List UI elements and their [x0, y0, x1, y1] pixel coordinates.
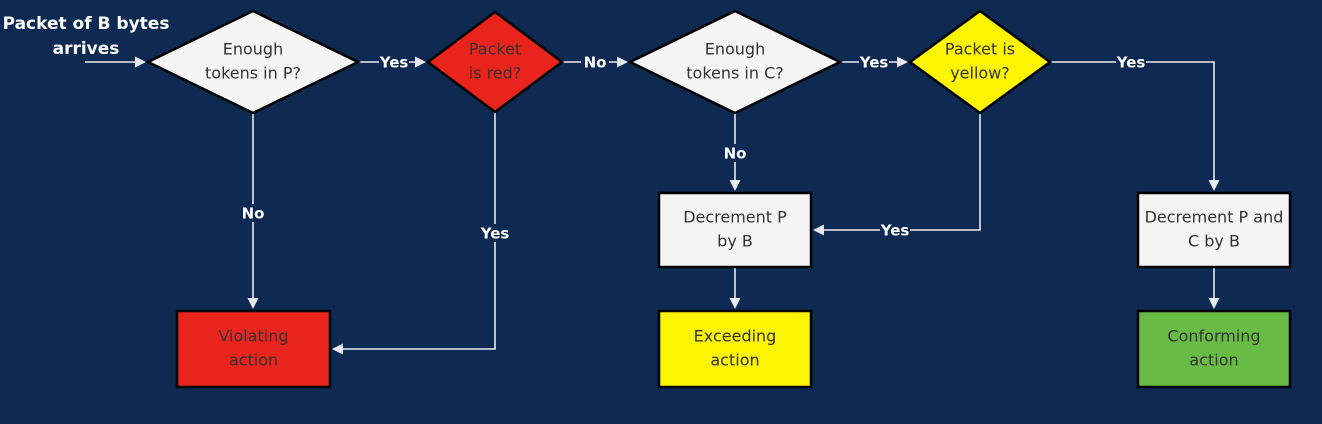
edge-enough-tokens-p-no-label-backing — [240, 204, 266, 222]
edge-packet-is-red-yes: Yes — [332, 112, 510, 355]
edge-enough-tokens-p-yes-label: Yes — [379, 54, 409, 72]
decision-packet-is-yellow[interactable]: Packet is yellow? — [907, 9, 1053, 115]
terminal-conforming-action-label-line2: action — [1189, 351, 1238, 370]
edge-packet-is-yellow-yes-to-decrement-p-and-c-label: Yes — [1116, 54, 1146, 72]
edge-enough-tokens-p-no: No — [240, 113, 266, 309]
edge-packet-is-yellow-yes-to-decrement-p-and-c-label-backing — [1116, 53, 1146, 71]
terminal-exceeding-action-shape[interactable] — [657, 309, 813, 389]
terminal-conforming-action-shape[interactable] — [1136, 309, 1292, 389]
terminal-conforming-action-label-line1: Conforming — [1167, 327, 1260, 346]
terminal-violating-action-label-line1: Violating — [218, 327, 288, 346]
edge-enough-tokens-p-yes: Yes — [358, 53, 426, 72]
edge-enough-tokens-c-no-label: No — [724, 145, 747, 163]
edge-enough-tokens-c-yes-arrowhead — [897, 56, 908, 68]
edge-packet-is-yellow-yes-to-decrement-p-label: Yes — [880, 222, 910, 240]
edge-enough-tokens-p-no-arrowhead — [247, 298, 259, 309]
process-decrement-p-by-b-label-line1: Decrement P — [683, 208, 787, 227]
decision-enough-tokens-in-c-label-line2: tokens in C? — [686, 64, 784, 83]
terminal-conforming-action[interactable]: Conforming action — [1136, 309, 1292, 389]
terminal-exceeding-action-label-line1: Exceeding — [694, 327, 777, 346]
decision-packet-is-red[interactable]: Packet is red? — [425, 10, 565, 114]
decision-packet-is-red-label-line2: is red? — [469, 64, 522, 83]
process-decrement-p-and-c-by-b-label-line1: Decrement P and — [1145, 208, 1284, 227]
edge-packet-is-yellow-yes-to-decrement-p-and-c-arrowhead — [1208, 180, 1220, 191]
edge-packet-is-red-no-label: No — [584, 54, 607, 72]
decision-packet-is-red-shape[interactable] — [425, 10, 565, 114]
edge-decrement-p-and-c-to-conforming-action — [1208, 267, 1220, 309]
process-decrement-p-by-b[interactable]: Decrement P by B — [657, 191, 813, 269]
decision-enough-tokens-in-p-label-line2: tokens in P? — [205, 64, 301, 83]
edge-decrement-p-and-c-to-conforming-action-arrowhead — [1208, 298, 1220, 309]
edge-packet-is-red-no: No — [562, 53, 628, 72]
edge-enough-tokens-c-no: No — [722, 113, 748, 191]
edge-packet-is-yellow-yes-to-decrement-p-line — [822, 113, 981, 231]
caption-packet-arrives-line2: arrives — [53, 39, 120, 59]
decision-enough-tokens-in-p-label-line1: Enough — [223, 40, 283, 59]
decision-enough-tokens-in-c-label-line1: Enough — [705, 40, 765, 59]
edge-packet-is-yellow-yes-to-decrement-p-arrowhead — [813, 224, 824, 236]
decision-enough-tokens-in-p[interactable]: Enough tokens in P? — [145, 9, 361, 115]
edge-enough-tokens-c-yes-label-backing — [859, 53, 889, 71]
edge-enough-tokens-p-yes-label-backing — [379, 53, 409, 71]
edge-decrement-p-to-exceeding-action-arrowhead — [729, 298, 741, 309]
terminal-violating-action[interactable]: Violating action — [175, 309, 332, 389]
edge-enough-tokens-c-no-label-backing — [722, 144, 748, 162]
decision-packet-is-yellow-label-line2: yellow? — [950, 64, 1010, 83]
edge-enough-tokens-p-yes-arrowhead — [415, 56, 426, 68]
edge-enough-tokens-c-yes-label: Yes — [859, 54, 889, 72]
decision-enough-tokens-in-c-shape[interactable] — [627, 9, 843, 115]
decision-packet-is-yellow-shape[interactable] — [907, 9, 1053, 115]
caption-layer: Packet of B bytes arrives — [3, 14, 170, 59]
edge-packet-is-yellow-yes-to-decrement-p-and-c-line — [1050, 61, 1215, 182]
edge-enough-tokens-c-yes: Yes — [840, 53, 908, 72]
process-decrement-p-by-b-shape[interactable] — [657, 191, 813, 269]
edge-packet-arrives-arrowhead — [135, 56, 146, 68]
edge-packet-is-red-no-arrowhead — [617, 56, 628, 68]
terminal-exceeding-action-label-line2: action — [710, 351, 759, 370]
edge-packet-is-red-no-label-backing — [581, 53, 609, 71]
edge-packet-is-red-yes-arrowhead — [332, 343, 343, 355]
process-decrement-p-by-b-label-line2: by B — [717, 232, 753, 251]
edge-packet-is-yellow-yes-to-decrement-p: Yes — [813, 113, 981, 240]
edge-packet-is-yellow-yes-to-decrement-p-label-backing — [880, 221, 910, 239]
process-decrement-p-and-c-by-b[interactable]: Decrement P and C by B — [1136, 191, 1292, 269]
edge-packet-arrives — [85, 56, 146, 68]
edge-packet-is-yellow-yes-to-decrement-p-and-c: Yes — [1050, 53, 1220, 191]
decision-enough-tokens-in-c[interactable]: Enough tokens in C? — [627, 9, 843, 115]
edge-decrement-p-to-exceeding-action — [729, 267, 741, 309]
edge-enough-tokens-p-no-label: No — [242, 205, 265, 223]
decision-packet-is-red-label-line1: Packet — [469, 40, 521, 59]
terminal-violating-action-shape[interactable] — [175, 309, 332, 389]
terminal-violating-action-label-line2: action — [229, 351, 278, 370]
caption-packet-arrives-line1: Packet of B bytes — [3, 14, 170, 34]
decision-packet-is-yellow-label-line1: Packet is — [945, 40, 1015, 59]
edge-enough-tokens-c-no-arrowhead — [729, 180, 741, 191]
process-decrement-p-and-c-by-b-shape[interactable] — [1136, 191, 1292, 269]
edge-packet-is-red-yes-line — [341, 112, 496, 350]
process-decrement-p-and-c-by-b-label-line2: C by B — [1188, 232, 1240, 251]
edge-packet-is-red-yes-label-backing — [480, 224, 510, 242]
edge-packet-is-red-yes-label: Yes — [480, 225, 510, 243]
nodes-layer: Enough tokens in P? Packet is red? Enough tok… — [145, 9, 1292, 389]
decision-enough-tokens-in-p-shape[interactable] — [145, 9, 361, 115]
terminal-exceeding-action[interactable]: Exceeding action — [657, 309, 813, 389]
